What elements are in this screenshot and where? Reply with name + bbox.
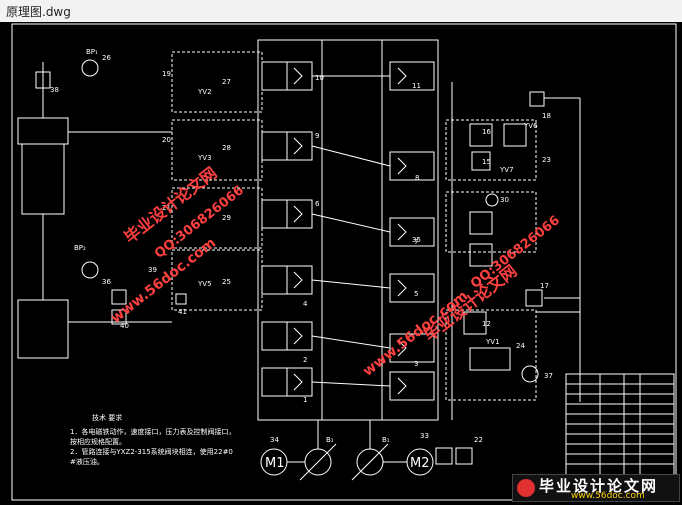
drawing-canvas[interactable]: M1 M2 10 11 9 8 6 7 4 5 2 1 3 19 20 21 3… (0, 22, 682, 505)
label-bp1: BP₁ (86, 48, 98, 56)
label-8b: 8 (415, 174, 419, 182)
logo-site: www.56doc.com (571, 491, 645, 501)
label-yv7: YV7 (499, 166, 514, 174)
notes-line-2b: #液压油。 (70, 457, 104, 466)
label-2: 2 (303, 356, 307, 364)
label-11: 11 (412, 82, 421, 90)
cylinder-top (17, 117, 69, 145)
label-40: 40 (120, 322, 129, 330)
logo-brand: 毕业设计论文网 (539, 477, 659, 495)
label-36: 36 (102, 278, 111, 286)
valve-row-1 (261, 61, 313, 91)
site-logo: 毕业设计论文网 www.56doc.com (512, 474, 680, 502)
label-22-left: 39 (148, 266, 157, 274)
label-b1: B₁ (326, 436, 334, 444)
label-1: 1 (303, 396, 307, 404)
manifold-block (257, 39, 439, 421)
valve-row-3 (261, 199, 313, 229)
label-28r: 35 (412, 236, 421, 244)
motor-label-m2: M2 (410, 456, 430, 471)
label-20: 20 (162, 136, 171, 144)
label-16: 16 (482, 128, 491, 136)
hydraulic-schematic: M1 M2 10 11 9 8 6 7 4 5 2 1 3 19 20 21 3… (11, 23, 677, 501)
notes-line-1: 1．各电磁铁动作，速度接口，压力表及控制阀接口， (70, 427, 235, 436)
label-22: 22 (474, 436, 483, 444)
label-3: 3 (414, 360, 418, 368)
label-34: 34 (270, 436, 279, 444)
label-6: 6 (315, 200, 320, 208)
label-yv6: YV6 (523, 122, 538, 130)
label-yv2: YV2 (197, 88, 212, 96)
label-yv3: YV3 (197, 154, 212, 162)
logo-mark-icon (517, 479, 535, 497)
label-10: 10 (315, 74, 324, 82)
label-b1b: B₁ (382, 436, 390, 444)
valve-row-4 (261, 265, 313, 295)
label-30: 30 (500, 196, 509, 204)
label-28: 28 (222, 144, 231, 152)
label-24: 24 (516, 342, 525, 350)
label-26: 26 (102, 54, 111, 62)
label-12: 12 (482, 320, 491, 328)
label-27: 27 (222, 78, 231, 86)
label-19: 19 (162, 70, 171, 78)
label-yv5: YV5 (197, 280, 212, 288)
cylinder-body (21, 143, 65, 215)
label-25: 25 (222, 278, 231, 286)
cylinder-bottom (17, 299, 69, 359)
label-5: 5 (414, 290, 418, 298)
pressure-gauge-bp2 (81, 261, 99, 279)
motor-label-m1: M1 (265, 456, 285, 471)
notes-heading: 技术 要求 (92, 413, 122, 422)
label-15: 15 (482, 158, 491, 166)
label-bp2: BP₂ (74, 244, 86, 252)
window-titlebar: 原理图.dwg (0, 0, 682, 23)
label-4: 4 (303, 300, 308, 308)
pressure-gauge-37 (521, 365, 539, 383)
label-17: 17 (540, 282, 549, 290)
label-29: 29 (222, 214, 231, 222)
valve-row-5 (261, 321, 313, 351)
label-18: 18 (542, 112, 551, 120)
pressure-gauge-bp1 (81, 59, 99, 77)
label-41: 41 (178, 308, 187, 316)
window-title: 原理图.dwg (6, 5, 71, 19)
label-33: 33 (420, 432, 429, 440)
notes-line-1b: 按相应规格配置。 (70, 437, 126, 446)
drawing-frame (11, 23, 677, 501)
label-yv1: YV1 (485, 338, 500, 346)
label-7: 7 (414, 238, 418, 246)
notes-line-2: 2．管路连接与YXZ2-315系统阀块相连，使用22#0 (70, 447, 233, 456)
label-37: 37 (544, 372, 553, 380)
label-8: 9 (315, 132, 319, 140)
valve-row-2 (261, 131, 313, 161)
label-38: 38 (50, 86, 59, 94)
label-23: 23 (542, 156, 551, 164)
label-21: 21 (162, 204, 171, 212)
valve-row-6 (261, 367, 313, 397)
